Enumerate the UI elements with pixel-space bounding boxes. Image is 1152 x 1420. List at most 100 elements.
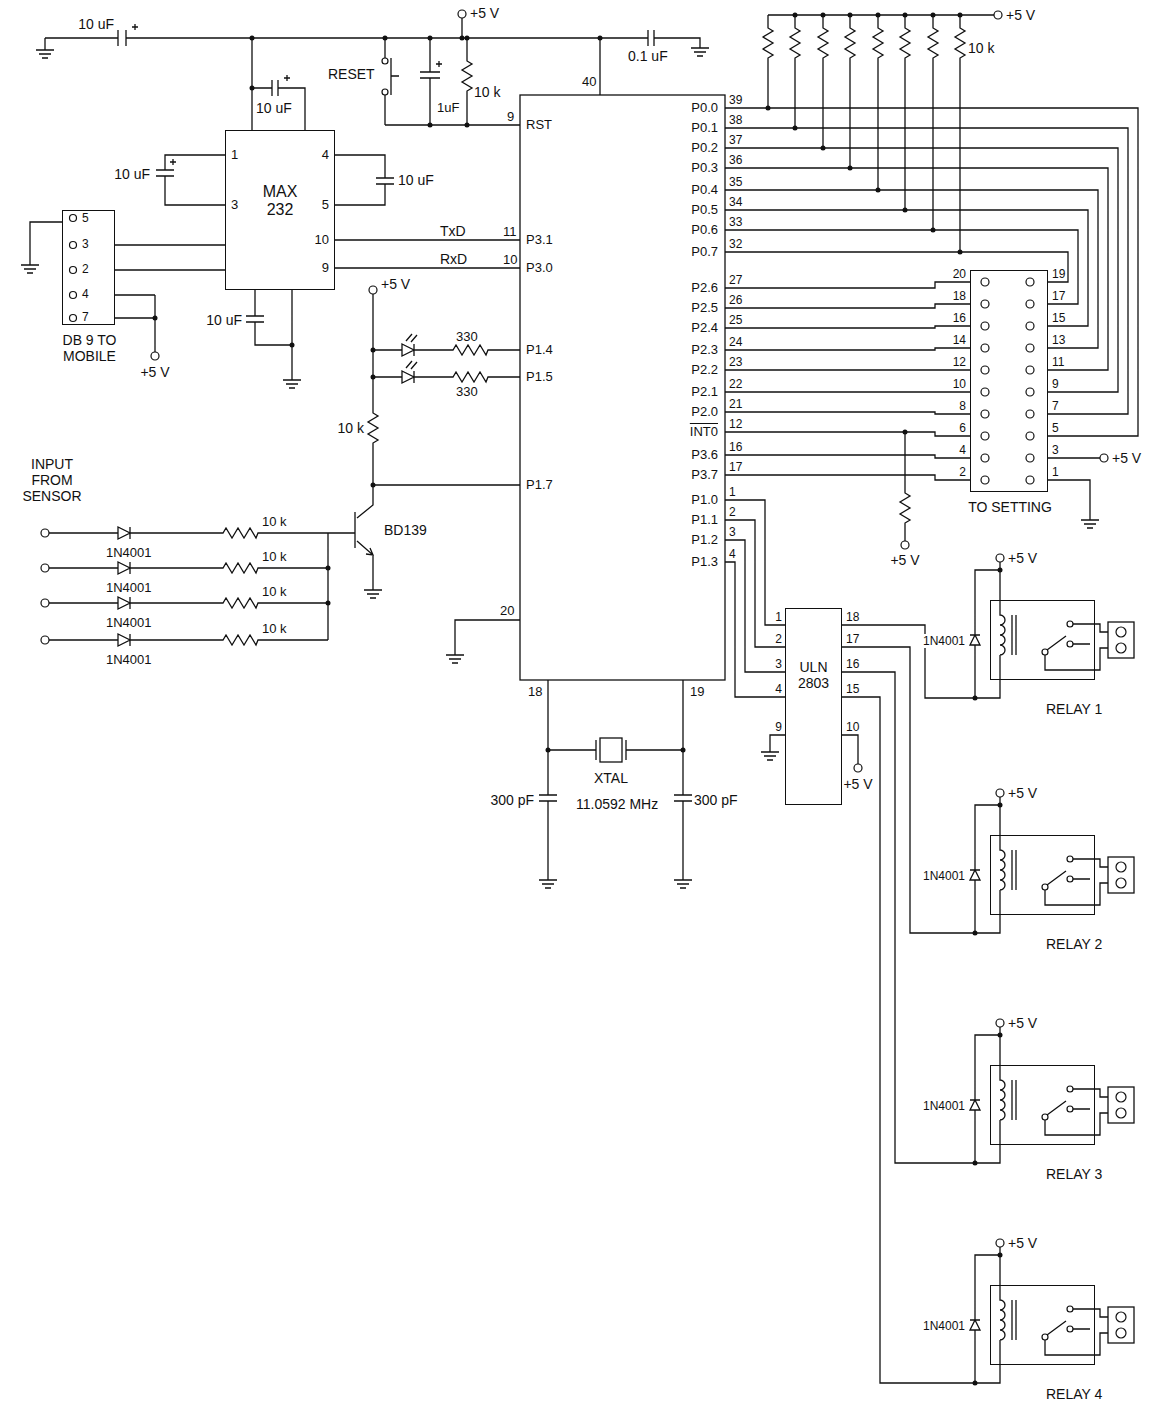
component-value: 10 uF <box>206 312 242 328</box>
port-wiring <box>725 11 1138 772</box>
power-and-reset-part <box>382 89 388 95</box>
port-wiring-part <box>981 388 989 396</box>
pin-number: 38 <box>729 113 742 127</box>
port-wiring-part <box>725 500 858 764</box>
led-and-sensor-circuit-part <box>220 563 260 573</box>
power-and-reset-part <box>383 36 388 41</box>
pin-number: 10 <box>315 232 329 247</box>
power-and-reset-part <box>462 58 472 94</box>
port-wiring-part <box>1081 520 1099 528</box>
microcontroller-part <box>674 880 692 888</box>
port-wiring-part <box>1026 322 1034 330</box>
component-value: 0.1 uF <box>628 48 668 64</box>
part-label: 1N4001 <box>106 615 152 630</box>
pin-name: TxD <box>440 223 466 239</box>
port-wiring-part <box>768 15 994 252</box>
component-value: 300 pF <box>490 792 534 808</box>
pin-name: RxD <box>440 251 467 267</box>
serial-interface-part <box>21 265 39 273</box>
part-label: BD139 <box>384 522 427 538</box>
serial-interface <box>21 155 520 388</box>
serial-interface-part <box>153 316 158 321</box>
led-and-sensor-circuit-part <box>450 345 490 355</box>
pin-number: 15 <box>1052 311 1065 325</box>
part-name: RELAY 3 <box>1046 1166 1102 1182</box>
power-and-reset-part <box>465 123 470 128</box>
port-wiring-part <box>1026 300 1034 308</box>
port-wiring-part <box>981 322 989 330</box>
led-and-sensor-circuit-part <box>450 372 490 382</box>
supply-label: +5 V <box>890 552 919 568</box>
pin-name: P1.2 <box>691 532 718 547</box>
power-and-reset-part <box>598 36 603 41</box>
port-wiring-part <box>873 25 883 61</box>
port-wiring-part <box>1026 432 1034 440</box>
port-wiring-part <box>1100 454 1108 462</box>
component-value: 1uF <box>437 100 459 115</box>
port-wiring-part <box>1026 278 1034 286</box>
microcontroller-part <box>446 655 464 663</box>
pin-number: 2 <box>82 262 89 276</box>
pin-number: 21 <box>729 397 742 411</box>
component-value: 10 k <box>474 84 500 100</box>
pin-number: 9 <box>775 720 782 734</box>
pin-number: 4 <box>775 682 782 696</box>
port-wiring-part <box>790 25 800 61</box>
wire-connection <box>842 672 1000 1163</box>
part-label: 1N4001 <box>923 1319 965 1333</box>
part-name: RELAY 1 <box>1046 701 1102 717</box>
pin-name: P0.0 <box>691 100 718 115</box>
pin-name: P1.0 <box>691 492 718 507</box>
supply-label: +5 V <box>140 364 169 380</box>
power-and-reset-part <box>36 50 54 58</box>
pin-name: P2.5 <box>691 300 718 315</box>
component-value: 10 uF <box>256 100 292 116</box>
port-wiring-part <box>981 300 989 308</box>
port-wiring-part <box>981 454 989 462</box>
port-wiring-part <box>900 490 910 526</box>
pin-number: 34 <box>729 195 742 209</box>
microcontroller-part <box>681 748 686 753</box>
pin-name: P0.6 <box>691 222 718 237</box>
serial-interface-part <box>70 215 77 222</box>
pin-number: 39 <box>729 93 742 107</box>
component-value: 10 k <box>968 40 994 56</box>
pin-number: 19 <box>1052 267 1065 281</box>
chip-box: MAX 232 <box>225 130 335 290</box>
pin-number: 11 <box>503 224 517 239</box>
pin-number: 13 <box>1052 333 1065 347</box>
pin-name: P1.4 <box>526 342 553 357</box>
pin-number: 18 <box>846 610 859 624</box>
port-wiring-part <box>955 25 965 61</box>
part-name: DB 9 TO MOBILE <box>61 332 119 364</box>
power-and-reset-part <box>460 36 465 41</box>
supply-label: +5 V <box>1112 450 1141 466</box>
port-wiring-part <box>901 541 909 549</box>
supply-label: +5 V <box>1006 7 1035 23</box>
pin-number: 27 <box>729 273 742 287</box>
port-wiring-part <box>981 476 989 484</box>
led-and-sensor-circuit-part <box>371 375 376 380</box>
pin-number: 330 <box>456 384 478 399</box>
pin-number: 15 <box>846 682 859 696</box>
part-label: 1N4001 <box>106 580 152 595</box>
led-and-sensor-circuit-part <box>326 566 331 571</box>
part-label: 1N4001 <box>106 652 152 667</box>
pin-number: 9 <box>1052 377 1059 391</box>
pin-number: 2 <box>959 465 966 479</box>
component-value: 11.0592 MHz <box>576 796 658 812</box>
port-wiring-part <box>981 432 989 440</box>
pin-name: P0.5 <box>691 202 718 217</box>
power-and-reset-part <box>250 86 255 91</box>
supply-label: +5 V <box>1008 1235 1037 1251</box>
connector-box: TO SETTING <box>970 270 1048 492</box>
pin-number: 12 <box>729 417 742 431</box>
pin-number: 20 <box>500 603 514 618</box>
port-wiring-part <box>761 752 779 760</box>
pin-name: P2.0 <box>691 404 718 419</box>
led-and-sensor-circuit-part <box>49 527 328 646</box>
pin-number: 1 <box>775 610 782 624</box>
pin-name: INT0 <box>690 424 718 439</box>
